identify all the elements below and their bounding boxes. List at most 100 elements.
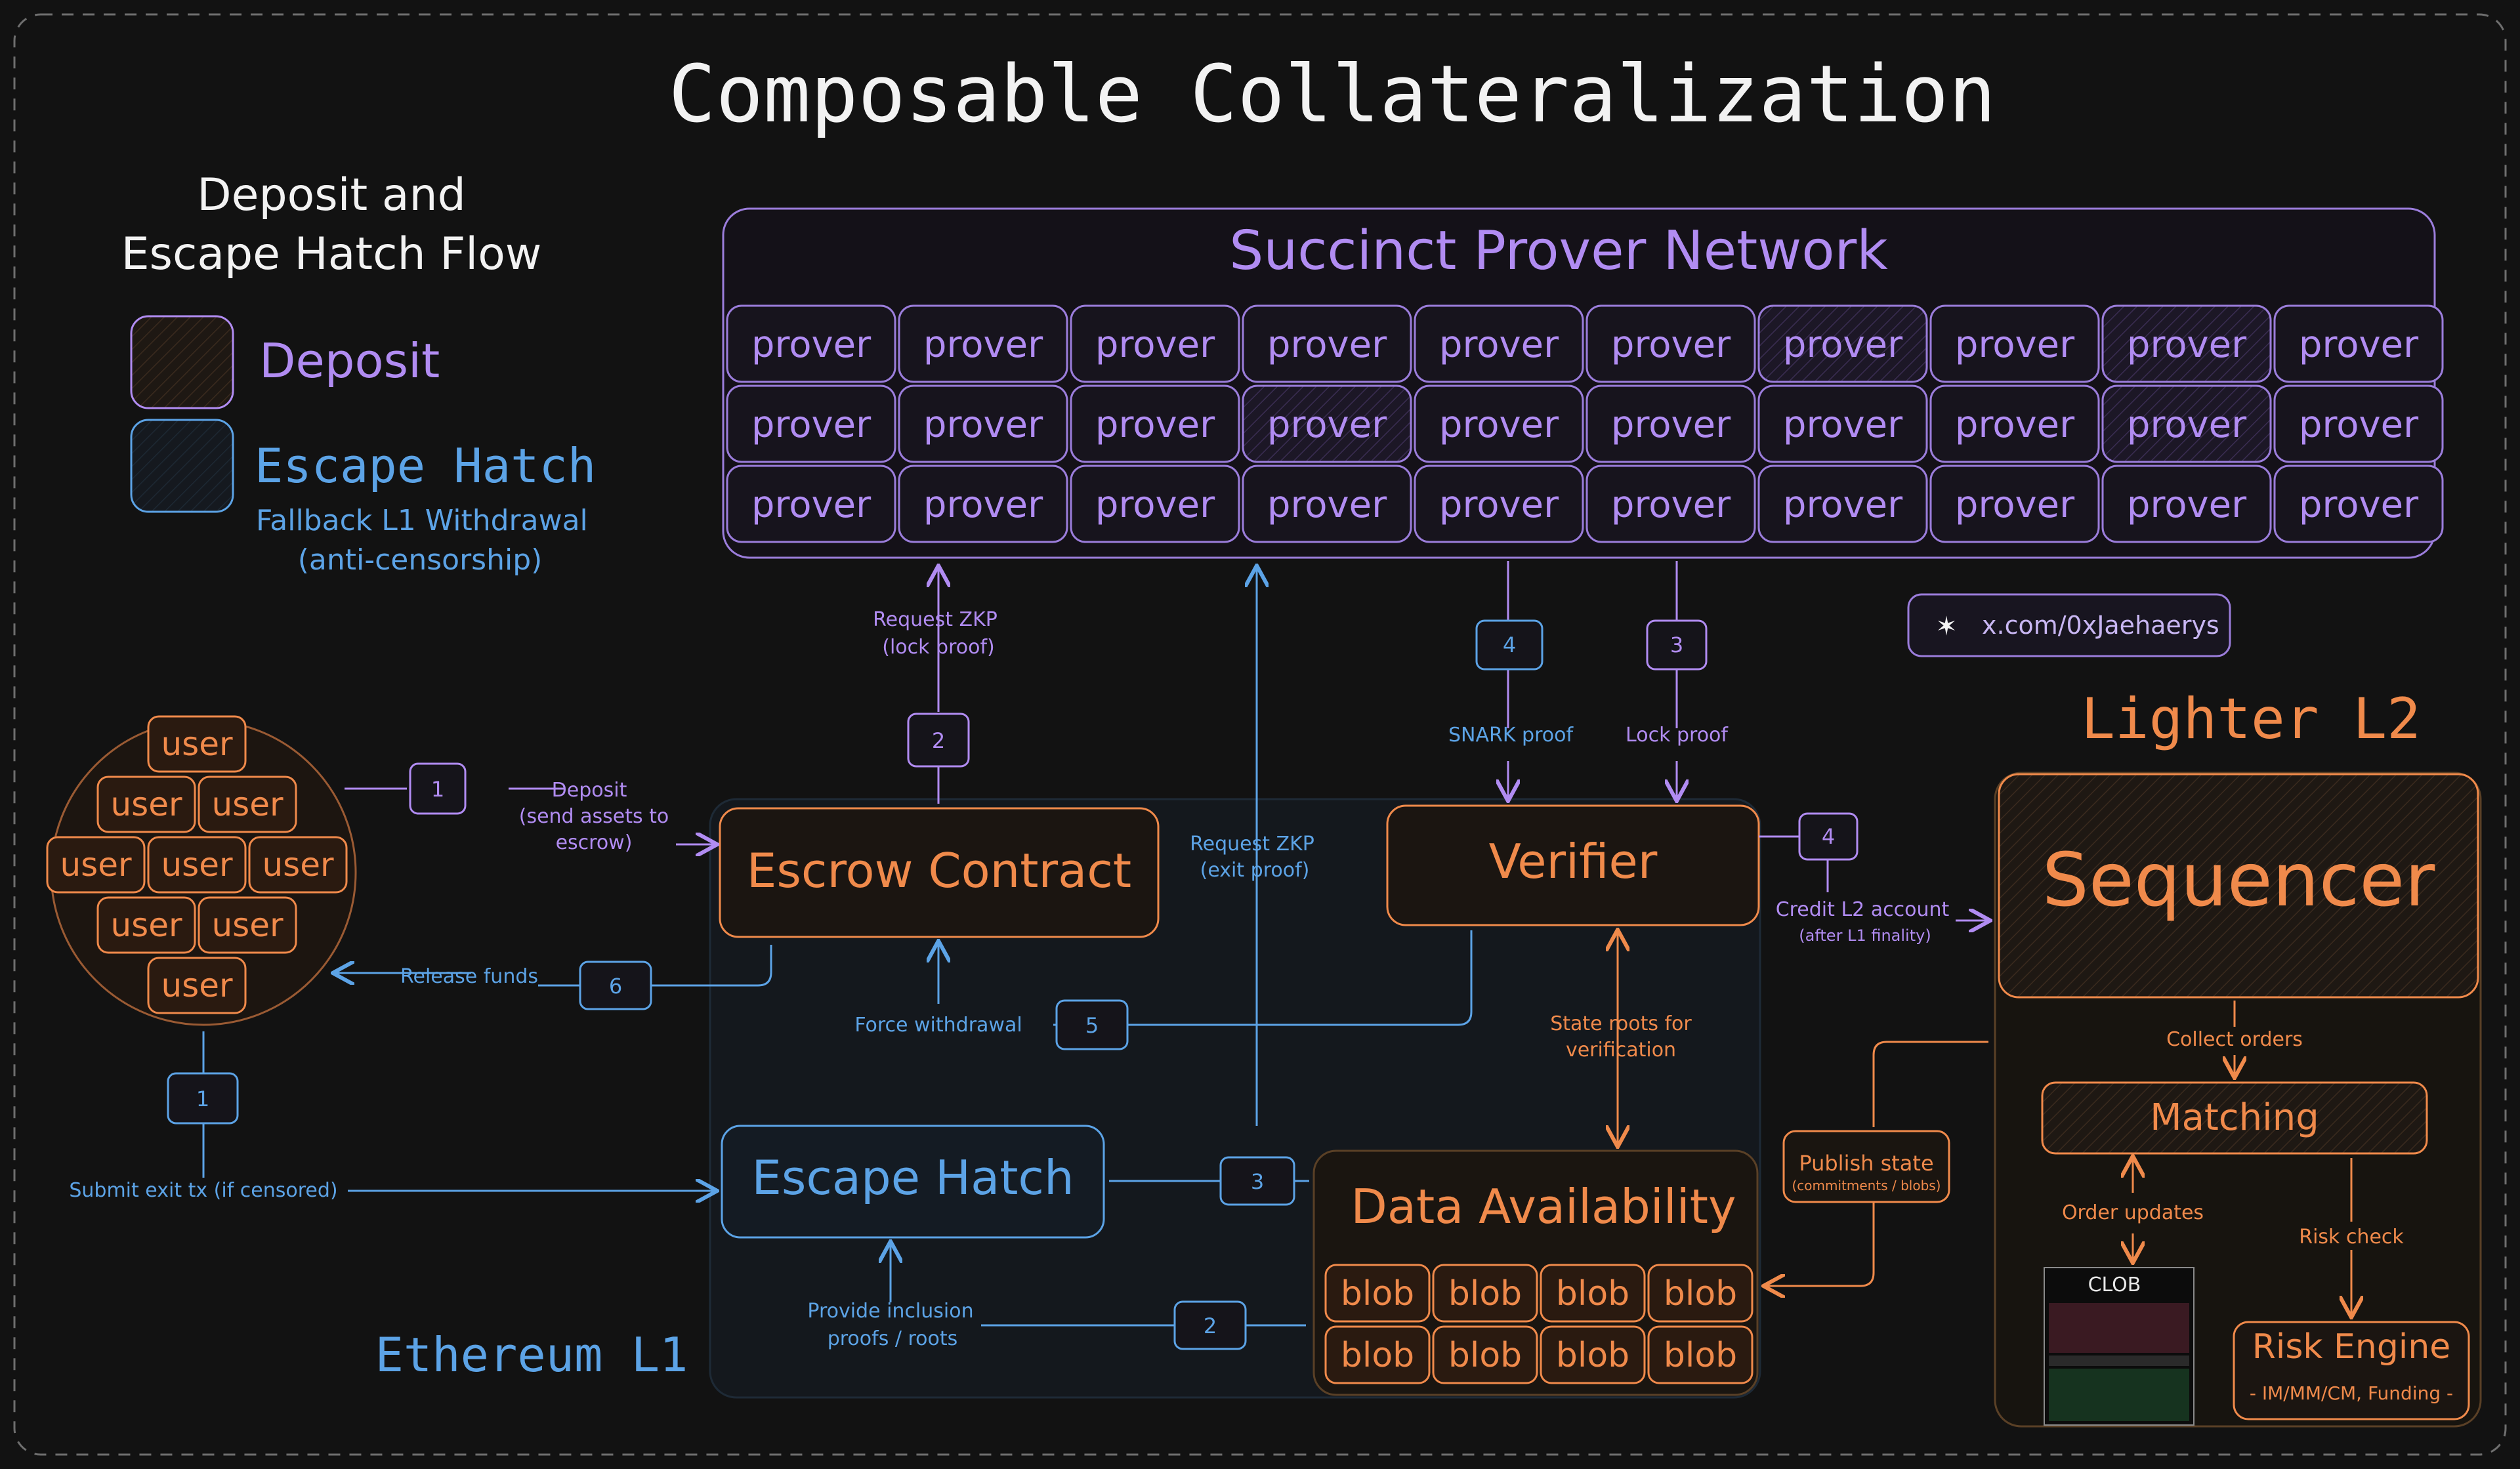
prover-network-title: Succinct Prover Network [1229, 220, 1888, 282]
label-inclusion-1: Provide inclusion [807, 1300, 973, 1323]
clob-spread [2049, 1355, 2189, 1366]
blob-node-label: blob [1556, 1336, 1629, 1375]
prover-node-box [2273, 384, 2444, 463]
step-request-lock-badge [907, 713, 970, 768]
label-state-roots-2: verification [1566, 1039, 1676, 1062]
prover-node-box [898, 465, 1068, 543]
prover-node: prover [898, 384, 1068, 463]
lighter-label: Lighter L2 [2081, 686, 2421, 752]
prover-node-label: prover [751, 484, 872, 526]
blob-node-box [1540, 1264, 1646, 1323]
user-node-label: user [110, 906, 182, 944]
legend-deposit-swatch [130, 315, 234, 409]
user-node-label: user [211, 785, 284, 823]
sequencer-label: Sequencer [2042, 838, 2435, 923]
label-inclusion-2: proofs / roots [828, 1327, 958, 1350]
prover-node: prover [1414, 384, 1584, 463]
credit-badge-box[interactable] [1907, 593, 2231, 657]
prover-node-label: prover [1267, 484, 1387, 526]
publish-state-box [1782, 1130, 1950, 1203]
verifier[interactable]: Verifier [1386, 804, 1760, 926]
prover-node-label: prover [1783, 323, 1903, 366]
page-title: Composable Collateralization [669, 49, 1996, 140]
prover-node-label: prover [1955, 484, 2075, 526]
prover-node-box [1929, 384, 2100, 463]
connector-labels: Deposit (send assets to escrow) Request … [69, 608, 2404, 1350]
sequencer[interactable]: Sequencer [1998, 773, 2479, 999]
prover-node-label: prover [1611, 323, 1731, 366]
inclusion-proofs-arrow [891, 1243, 1306, 1327]
prover-node-label: prover [1439, 323, 1559, 366]
credit-badge-label: x.com/0xJaehaerys [1982, 611, 2219, 640]
prover-node: prover [726, 304, 896, 383]
prover-node-box [898, 304, 1068, 383]
prover-node: prover [1757, 384, 1928, 463]
escrow-contract[interactable]: Escrow Contract [719, 807, 1160, 938]
risk-engine[interactable]: Risk Engine - IM/MM/CM, Funding - [2233, 1321, 2470, 1420]
label-risk-check: Risk check [2299, 1226, 2404, 1249]
user-node-label: user [161, 725, 233, 763]
step-inclusion-badge [1173, 1300, 1247, 1350]
legend: Deposit and Escape Hatch Flow Deposit Es… [121, 169, 597, 577]
verifier-box[interactable] [1386, 804, 1760, 926]
prover-node: prover [1242, 465, 1412, 543]
blob-node-label: blob [1664, 1336, 1737, 1375]
prover-node: prover [1757, 304, 1928, 383]
prover-node-label: prover [923, 323, 1043, 366]
label-snark-proof: SNARK proof [1448, 724, 1574, 747]
sparkle-icon: ✶ [1935, 611, 1958, 642]
user-node: user [46, 836, 146, 894]
prover-node: prover [1242, 304, 1412, 383]
step-request-lock-number: 2 [932, 728, 945, 753]
prover-node-box [2101, 384, 2272, 463]
prover-node: prover [1757, 465, 1928, 543]
user-node-label: user [161, 846, 233, 884]
prover-node-label: prover [2299, 484, 2419, 526]
prover-node-label: prover [2127, 484, 2247, 526]
prover-node-label: prover [923, 484, 1043, 526]
user-node-label: user [110, 785, 182, 823]
user-node: user [198, 896, 297, 954]
prover-node: prover [1242, 384, 1412, 463]
prover-node-label: prover [1783, 403, 1903, 446]
matching[interactable]: Matching [2041, 1081, 2428, 1155]
clob-bids [2049, 1369, 2189, 1421]
risk-engine-label: Risk Engine [2252, 1327, 2451, 1367]
prover-node-label: prover [2299, 323, 2419, 366]
clob: CLOB [2044, 1267, 2194, 1426]
credit-badge[interactable]: ✶ x.com/0xJaehaerys [1907, 593, 2231, 657]
label-publish-1: Publish state [1799, 1151, 1933, 1176]
escape-hatch[interactable]: Escape Hatch [721, 1125, 1105, 1239]
prover-node-box [726, 304, 896, 383]
clob-asks [2049, 1303, 2189, 1353]
blob-node: blob [1540, 1264, 1646, 1323]
prover-node: prover [1070, 465, 1240, 543]
user-node: user [96, 896, 196, 954]
prover-node-label: prover [1267, 403, 1387, 446]
blob-node: blob [1647, 1264, 1754, 1323]
prover-node: prover [1586, 384, 1756, 463]
prover-node: prover [2101, 384, 2272, 463]
label-request-lock-2: (lock proof) [882, 636, 995, 659]
prover-node-box [1586, 304, 1756, 383]
prover-node: prover [1929, 465, 2100, 543]
prover-node-label: prover [751, 403, 872, 446]
blob-node: blob [1324, 1325, 1431, 1384]
user-node-box [147, 836, 247, 894]
prover-node: prover [1070, 384, 1240, 463]
prover-node: prover [1929, 304, 2100, 383]
prover-node-box [2273, 465, 2444, 543]
prover-node-box [1929, 465, 2100, 543]
user-node: user [96, 776, 196, 833]
label-deposit-3: escrow) [556, 831, 633, 854]
matching-label: Matching [2150, 1096, 2319, 1139]
blob-node-box [1647, 1325, 1754, 1384]
sequencer-box[interactable] [1998, 773, 2479, 999]
data-availability-label: Data Availability [1351, 1179, 1736, 1234]
step-submit-exit-badge [167, 1072, 239, 1125]
user-node-label: user [60, 846, 132, 884]
outer-frame [13, 13, 2507, 1456]
